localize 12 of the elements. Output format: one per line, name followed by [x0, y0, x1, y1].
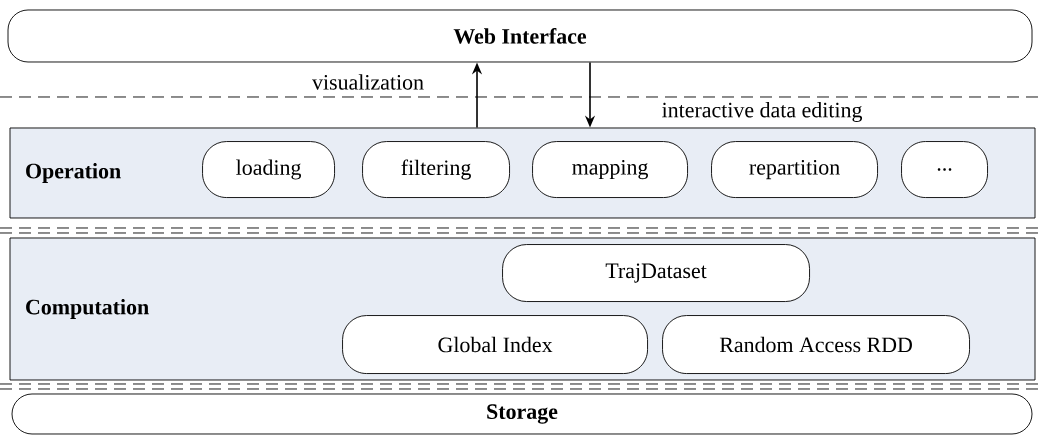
edge-label: interactive data editing — [660, 101, 864, 123]
module-box: Random Access RDD — [662, 315, 970, 374]
module-box: loading — [202, 141, 335, 198]
module-box: TrajDataset — [502, 244, 810, 302]
layer-box: Storage — [11, 393, 1033, 435]
module-box: ... — [901, 141, 988, 198]
edge-label: visualization — [311, 73, 425, 91]
module-box: Global Index — [342, 315, 648, 374]
layer-box: Web Interface — [7, 9, 1033, 63]
module-box: filtering — [362, 141, 510, 198]
module-box: repartition — [711, 141, 878, 198]
module-box: mapping — [532, 141, 688, 198]
